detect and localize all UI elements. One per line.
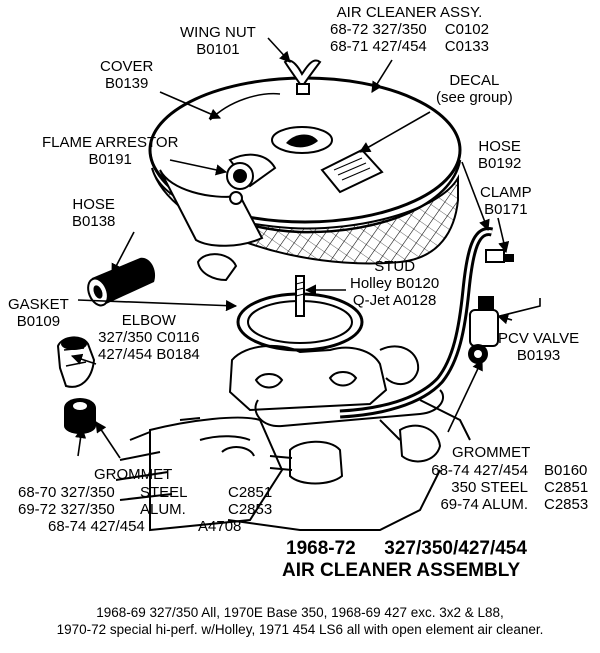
grommet-left-row: 69-72 327/350 ALUM. C2853: [18, 501, 272, 518]
grommet-left: [64, 398, 96, 434]
cover-name: COVER: [100, 58, 154, 75]
air-cleaner-row-1-code: C0102: [444, 21, 489, 38]
pcv-valve: [468, 296, 499, 364]
air-cleaner-row-1-years: 68-72 327/350: [330, 21, 427, 38]
grommet-right-row: 68-74 427/454 B0160: [392, 462, 588, 479]
grommet-right-code: C2851: [544, 479, 589, 496]
title-name: AIR CLEANER ASSEMBLY: [282, 560, 521, 581]
application-footnote: 1968-69 327/350 All, 1970E Base 350, 196…: [0, 604, 600, 638]
label-stud: STUD Holley B0120 Q-Jet A0128: [350, 258, 439, 309]
decal-name: DECAL: [449, 72, 500, 89]
grommet-left-type: STEEL: [140, 484, 188, 501]
pcv-valve-code: B0193: [516, 347, 561, 364]
gasket-name: GASKET: [8, 296, 69, 313]
label-clamp: CLAMP B0171: [480, 184, 532, 218]
footnote-line-2: 1970-72 special hi-perf. w/Holley, 1971 …: [56, 622, 544, 637]
diagram-title-line-2: AIR CLEANER ASSEMBLY: [282, 560, 520, 582]
grommet-left-years: 68-74 427/454: [48, 518, 145, 535]
grommet-right-years: 68-74 427/454: [431, 462, 528, 479]
elbow-line-1: 327/350 C0116: [98, 329, 200, 346]
stud: [295, 275, 305, 317]
air-cleaner-title: AIR CLEANER ASSY.: [336, 4, 483, 21]
label-air-cleaner-assy: AIR CLEANER ASSY. 68-72 327/350 C0102 68…: [330, 4, 489, 55]
hose-left: [87, 257, 156, 307]
decal: [320, 148, 384, 194]
air-cleaner-row-2-code: C0133: [444, 38, 489, 55]
label-grommet-left-heading: GROMMET: [94, 466, 172, 483]
title-years: 1968-72: [286, 538, 356, 559]
diagram-title-line-1: 1968-72 327/350/427/454: [286, 538, 527, 560]
air-cleaner-row-2: 68-71 427/454 C0133: [330, 38, 489, 55]
decal-note: (see group): [436, 89, 513, 106]
pcv-valve-name: PCV VALVE: [498, 330, 580, 347]
stud-name: STUD: [374, 258, 416, 275]
label-hose-left: HOSE B0138: [72, 196, 115, 230]
grommet-left-years: 69-72 327/350: [18, 501, 115, 518]
grommet-left-name: GROMMET: [94, 466, 173, 483]
grommet-right-years: 350 STEEL: [451, 479, 528, 496]
label-pcv-valve: PCV VALVE B0193: [498, 330, 579, 364]
grommet-left-years: 68-70 327/350: [18, 484, 115, 501]
label-gasket: GASKET B0109: [8, 296, 69, 330]
hose-right: [339, 227, 494, 419]
flame-arrestor: [159, 153, 277, 282]
stud-line-1: Holley B0120: [350, 275, 440, 292]
grommet-right-code: B0160: [544, 462, 588, 479]
grommet-right-code: C2853: [544, 496, 589, 513]
label-wing-nut: WING NUT B0101: [180, 24, 256, 58]
air-cleaner-row-1: 68-72 327/350 C0102: [330, 21, 489, 38]
clamp-code: B0171: [484, 201, 528, 218]
stud-line-2: Q-Jet A0128: [352, 292, 437, 309]
air-cleaner-row-2-years: 68-71 427/454: [330, 38, 427, 55]
grommet-right-row: 350 STEEL C2851: [392, 479, 588, 496]
wing-nut-code: B0101: [196, 41, 240, 58]
label-cover: COVER B0139: [100, 58, 153, 92]
engine-outline: [115, 344, 471, 532]
label-flame-arrestor: FLAME ARRESTOR B0191: [42, 134, 178, 168]
grommet-left-table: 68-70 327/350 STEEL C2851 69-72 327/350 …: [18, 484, 272, 535]
hose-right-code: B0192: [478, 155, 522, 172]
grommet-left-code: C2851: [228, 484, 273, 501]
grommet-left-row: 68-70 327/350 STEEL C2851: [18, 484, 272, 501]
title-engines: 327/350/427/454: [384, 538, 527, 559]
flame-arrestor-name: FLAME ARRESTOR: [42, 134, 179, 151]
leader-lines: [70, 37, 541, 459]
elbow-line-2: 427/454 B0184: [98, 346, 200, 363]
label-decal: DECAL (see group): [436, 72, 513, 106]
wing-nut-icon: [283, 59, 322, 95]
label-grommet-right-heading: GROMMET: [452, 444, 530, 461]
clamp: [485, 249, 514, 263]
hose-right-name: HOSE: [478, 138, 521, 155]
grommet-left-code: C2853: [228, 501, 273, 518]
grommet-left-row: 68-74 427/454 A4708: [18, 518, 272, 535]
label-hose-right: HOSE B0192: [478, 138, 521, 172]
grommet-right-years: 69-74 ALUM.: [440, 496, 528, 513]
flame-arrestor-code: B0191: [88, 151, 132, 168]
hose-left-name: HOSE: [72, 196, 115, 213]
clamp-name: CLAMP: [480, 184, 532, 201]
cover-code: B0139: [104, 75, 149, 92]
grommet-right-name: GROMMET: [452, 444, 531, 461]
grommet-right-row: 69-74 ALUM. C2853: [392, 496, 588, 513]
label-elbow: ELBOW 327/350 C0116 427/454 B0184: [98, 312, 200, 363]
footnote-line-1: 1968-69 327/350 All, 1970E Base 350, 196…: [96, 605, 504, 620]
gasket-code: B0109: [16, 313, 61, 330]
grommet-right-table: 68-74 427/454 B0160 350 STEEL C2851 69-7…: [392, 462, 588, 513]
wing-nut-name: WING NUT: [180, 24, 256, 41]
hose-left-code: B0138: [72, 213, 116, 230]
grommet-left-code: A4708: [198, 518, 242, 535]
grommet-left-type: ALUM.: [140, 501, 186, 518]
elbow-name: ELBOW: [121, 312, 176, 329]
grommet-left-type: [170, 518, 198, 535]
